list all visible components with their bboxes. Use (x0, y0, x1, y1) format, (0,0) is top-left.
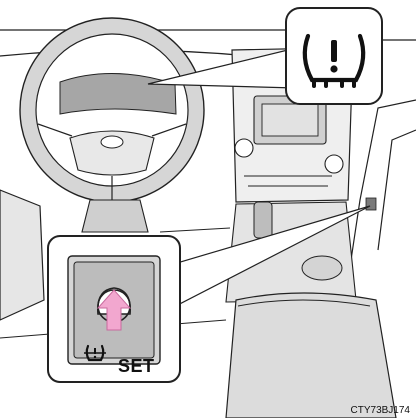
figure-id: CTY73BJ174 (351, 405, 410, 416)
left-pillar (0, 190, 44, 320)
bottom-callout (48, 236, 180, 382)
top-callout (286, 8, 382, 104)
steering-column (82, 200, 148, 232)
set-button-label: SET (118, 356, 155, 377)
steering-wheel (20, 18, 204, 202)
armrest (226, 293, 396, 418)
